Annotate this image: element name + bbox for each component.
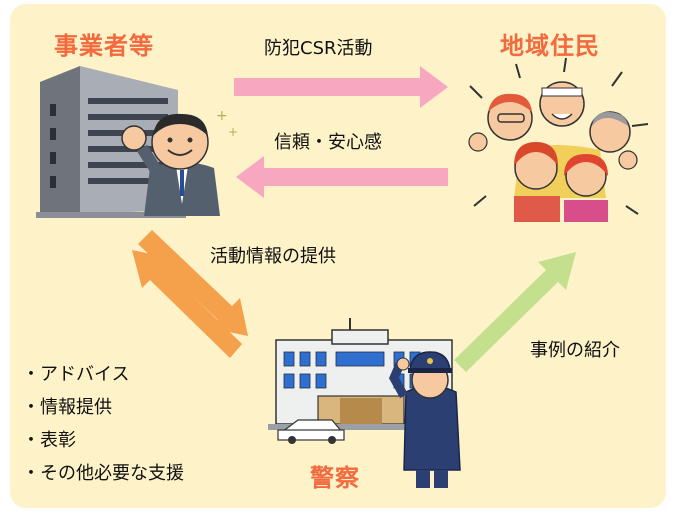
svg-text:+: + (228, 125, 238, 139)
trust-label: 信頼・安心感 (274, 132, 382, 153)
business-heading: 事業者等 (54, 32, 154, 60)
info-arrow (138, 230, 248, 336)
businessman-illustration: + + (121, 108, 238, 216)
csr-label: 防犯CSR活動 (264, 38, 373, 59)
support-arrow (132, 250, 242, 358)
support-item: アドバイス (22, 358, 184, 391)
cases-arrow (454, 252, 576, 372)
support-list: アドバイス 情報提供 表彰 その他必要な支援 (22, 358, 184, 490)
svg-text:+: + (216, 108, 228, 124)
trust-arrow (236, 156, 448, 198)
cases-label: 事例の紹介 (530, 340, 620, 361)
residents-illustration (468, 57, 649, 222)
support-item: 表彰 (22, 424, 184, 457)
csr-arrow (234, 66, 448, 108)
support-item: 情報提供 (22, 391, 184, 424)
police-heading: 警察 (310, 464, 360, 492)
residents-heading: 地域住民 (500, 32, 600, 60)
police-officer-illustration (388, 351, 461, 488)
info-label: 活動情報の提供 (210, 246, 336, 267)
support-item: その他必要な支援 (22, 457, 184, 490)
